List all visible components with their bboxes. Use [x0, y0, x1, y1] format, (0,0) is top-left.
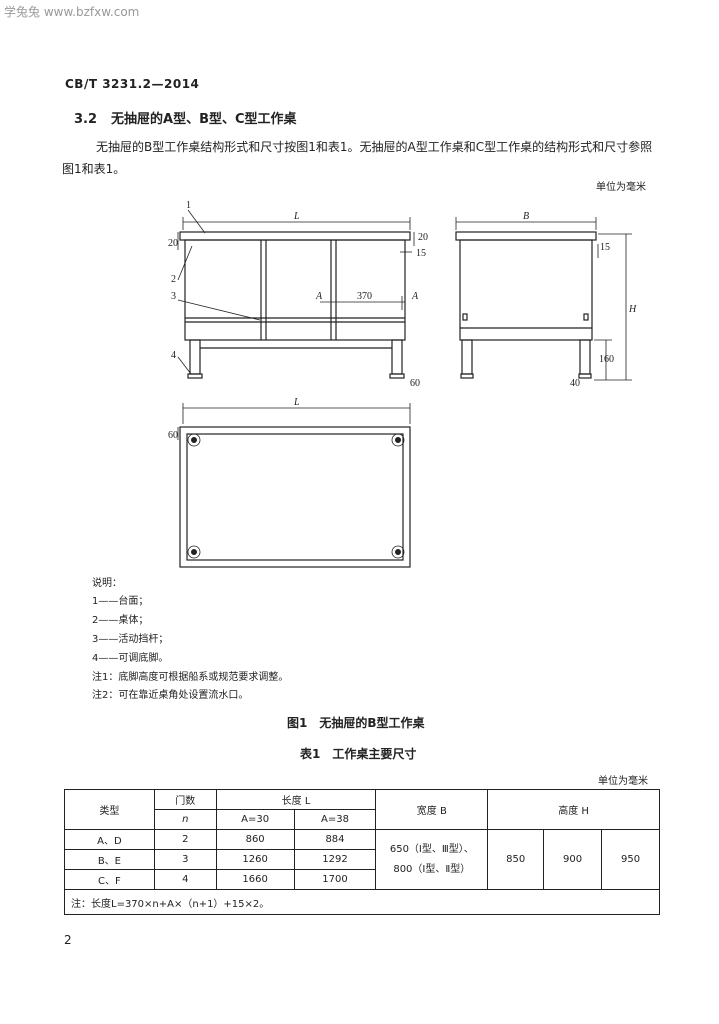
legend-item-1: 1——台面；: [92, 596, 149, 607]
dim-20-left: 20: [168, 238, 178, 249]
section-mark-left: A: [315, 291, 323, 302]
legend-note-1: 注1：底脚高度可根据船系或规范要求调整。: [92, 672, 289, 683]
section-title: 无抽屉的A型、B型、C型工作桌: [111, 112, 297, 127]
cell-a30: 1660: [215, 869, 295, 890]
body-paragraph: 无抽屉的B型工作桌结构形式和尺寸按图1和表1。无抽屉的A型工作桌和C型工作桌的结…: [62, 140, 653, 176]
dim-20-right: 20: [418, 232, 428, 243]
side-leg-left: [461, 339, 473, 375]
side-body: [459, 239, 593, 341]
table-caption: 表1 工作桌主要尺寸: [300, 747, 417, 761]
cell-type: A、D: [64, 829, 155, 850]
table-row: A、D 2 860 884 650（Ⅰ型、Ⅲ型）、800（Ⅰ型、Ⅱ型） 850 …: [64, 829, 660, 890]
cell-type: C、F: [64, 869, 155, 890]
front-leg-right: [391, 339, 403, 375]
legend-item-4: 4——可调底脚。: [92, 653, 169, 664]
dim-15-side: 15: [600, 242, 610, 253]
dim-40: 40: [570, 378, 580, 389]
cell-height-1: 850: [487, 829, 545, 890]
section-number: 3.2: [74, 112, 98, 127]
drain-hole-tr: [395, 437, 401, 443]
dim-h: H: [628, 304, 637, 315]
dim-60-front: 60: [410, 378, 420, 389]
dim-370: 370: [357, 291, 372, 302]
table-row: C、F 4 1660 1700: [64, 869, 660, 890]
front-leg-left: [189, 339, 201, 375]
cell-width: 650（Ⅰ型、Ⅲ型）、800（Ⅰ型、Ⅱ型）: [375, 829, 489, 890]
cell-n: 2: [153, 829, 217, 850]
top-view-inner: [186, 433, 404, 561]
figure-caption: 图1 无抽屉的B型工作桌: [287, 716, 425, 730]
standard-number: CB/T 3231.2—2014: [65, 77, 200, 91]
cell-height-3: 950: [601, 829, 660, 890]
section-heading: 3.2 无抽屉的A型、B型、C型工作桌: [74, 108, 297, 127]
legend-item-2: 2——桌体；: [92, 615, 149, 626]
dim-l-top: L: [293, 397, 300, 408]
legend-heading: 说明：: [92, 578, 122, 589]
front-body: [184, 239, 406, 341]
cell-a30: 860: [215, 829, 295, 850]
front-tabletop: [179, 231, 411, 241]
cell-type: B、E: [64, 849, 155, 870]
drain-hole-tl: [191, 437, 197, 443]
top-view-outer: [179, 426, 411, 568]
cell-a30: 1260: [215, 849, 295, 870]
drain-hole-bl: [191, 549, 197, 555]
cell-n: 4: [153, 869, 217, 890]
dim-160: 160: [599, 354, 614, 365]
header-doors: 门数: [153, 789, 217, 810]
header-length: 长度 L: [215, 789, 377, 810]
dim-b: B: [523, 211, 529, 222]
legend-item-3: 3——活动挡杆；: [92, 634, 169, 645]
header-len-a30: A=30: [215, 809, 295, 830]
cell-a38: 884: [293, 829, 377, 850]
section-mark-right: A: [411, 291, 419, 302]
dim-l-front: L: [293, 211, 300, 222]
side-tabletop: [455, 231, 597, 241]
cell-height-2: 900: [543, 829, 603, 890]
watermark: 学兔兔 www.bzfxw.com: [4, 5, 140, 19]
unit-note: 单位为毫米: [596, 182, 646, 193]
header-len-a38: A=38: [293, 809, 377, 830]
header-type: 类型: [64, 789, 155, 830]
header-width: 宽度 B: [375, 789, 489, 830]
header-height: 高度 H: [487, 789, 660, 830]
leader-3: 3: [171, 291, 176, 302]
cell-a38: 1292: [293, 849, 377, 870]
dim-15-front: 15: [416, 248, 426, 259]
drain-hole-br: [395, 549, 401, 555]
table-unit: 单位为毫米: [598, 776, 648, 787]
dim-60-top: 60: [168, 430, 178, 441]
side-leg-right: [579, 339, 591, 375]
cell-n: 3: [153, 849, 217, 870]
cell-a38: 1700: [293, 869, 377, 890]
leader-2: 2: [171, 274, 176, 285]
page-number: 2: [64, 933, 72, 947]
legend-note-2: 注2：可在靠近桌角处设置流水口。: [92, 690, 249, 701]
dimension-table: 类型 门数 长度 L 宽度 B 高度 H n A=30 A=38 A、D 2 8…: [64, 789, 660, 915]
leader-1: 1: [186, 200, 191, 211]
table-footnote: 注：长度L=370×n+A×（n+1）+15×2。: [64, 889, 660, 915]
leader-4: 4: [171, 350, 176, 361]
header-doors-sub: n: [153, 809, 217, 830]
